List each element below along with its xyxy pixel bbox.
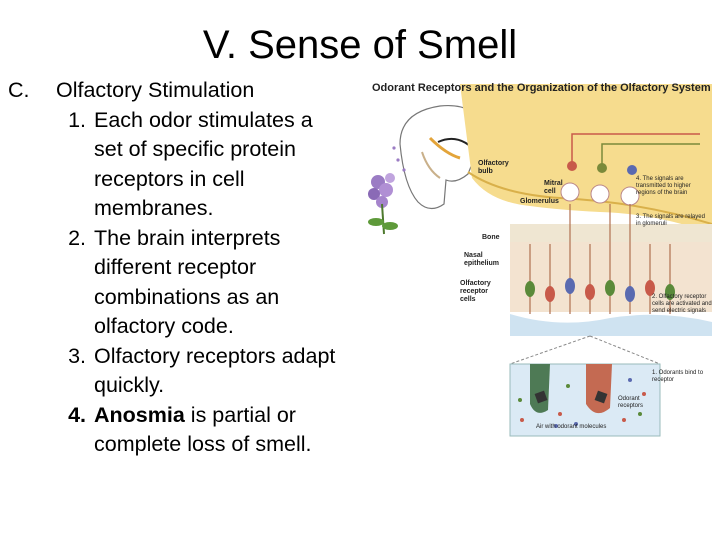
- item-number: 3.: [68, 343, 86, 368]
- list-item: 4. Anosmia is partial or complete loss o…: [8, 401, 348, 460]
- label-air-odorant: Air with odorant molecules: [536, 424, 607, 430]
- step-1: 1. Odorants bind to receptor: [652, 370, 704, 383]
- item-number: 4.: [68, 402, 86, 427]
- section-heading: Olfactory Stimulation: [56, 78, 255, 102]
- label-glomerulus: Glomerulus: [520, 198, 559, 205]
- label-odorant-receptors: Odorant receptors: [618, 396, 644, 409]
- item-text: Olfactory receptors adapt quickly.: [94, 343, 336, 398]
- section-heading-line: C. Olfactory Stimulation: [8, 76, 348, 106]
- label-receptor-cells: Olfactory receptor cells: [460, 280, 491, 303]
- item-text-rest: is partial or complete loss of smell.: [94, 402, 312, 457]
- receptor-cell-bodies: [525, 278, 675, 302]
- flower-icon: [368, 146, 406, 235]
- list-item: 3. Olfactory receptors adapt quickly.: [8, 342, 348, 401]
- slide-title: V. Sense of Smell: [202, 23, 518, 67]
- olfactory-illustration: [368, 84, 713, 437]
- item-text: The brain interprets different receptor …: [94, 225, 281, 339]
- section-label: C.: [8, 78, 30, 102]
- points-list: 1. Each odor stimulates a set of specifi…: [8, 106, 348, 460]
- label-mitral-cell: Mitral cell: [544, 180, 563, 195]
- step-3: 3. The signals are relayed in glomeruli: [636, 214, 705, 227]
- list-item: 1. Each odor stimulates a set of specifi…: [8, 106, 348, 224]
- olfactory-system-figure: Odorant Receptors and the Organization o…: [360, 74, 713, 446]
- label-nasal-epithelium: Nasal epithelium: [464, 252, 500, 267]
- glomerulus-cluster: [560, 182, 640, 206]
- item-text: Each odor stimulates a set of specific p…: [94, 107, 313, 221]
- item-number: 1.: [68, 107, 86, 132]
- list-item: 2. The brain interprets different recept…: [8, 224, 348, 342]
- label-olfactory-bulb: Olfactory bulb: [478, 160, 509, 175]
- item-number: 2.: [68, 225, 86, 250]
- label-bone: Bone: [482, 234, 500, 241]
- bold-term: Anosmia: [94, 402, 185, 427]
- step-2: 2. Olfactory receptor cells are activate…: [652, 294, 712, 314]
- figure-title: Odorant Receptors and the Organization o…: [372, 82, 711, 94]
- item-text: Anosmia is partial or complete loss of s…: [94, 401, 344, 460]
- step-4: 4. The signals are transmitted to higher…: [636, 176, 691, 196]
- slide-body: C. Olfactory Stimulation 1. Each odor st…: [8, 76, 348, 460]
